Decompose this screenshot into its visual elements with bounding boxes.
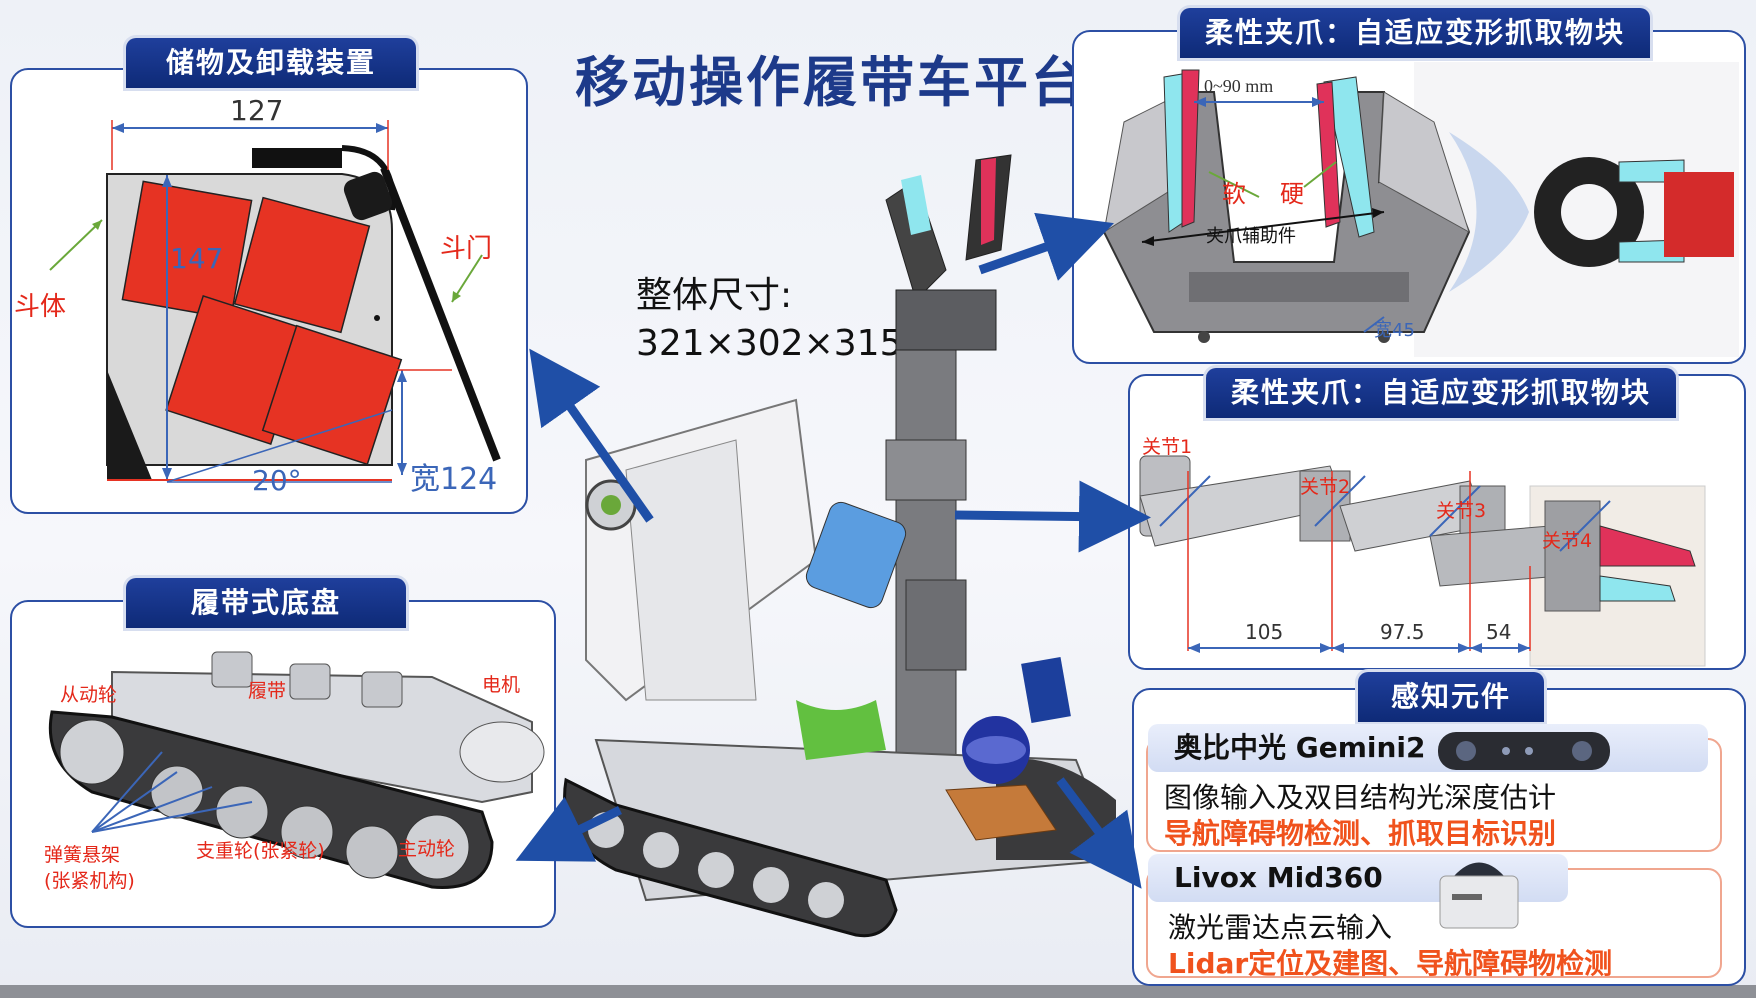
overall-dimensions: 整体尺寸: 321×302×315 — [636, 272, 902, 368]
storage-panel-tag: 储物及卸载装置 — [126, 38, 416, 88]
arm-length-3: 54 — [1486, 620, 1512, 644]
arm-length-1: 105 — [1245, 620, 1284, 644]
chassis-spring-sub: (张紧机构) — [44, 870, 135, 892]
arm-panel-tag: 柔性夹爪：自适应变形抓取物块 — [1206, 368, 1676, 418]
storage-width-bottom: 宽124 — [410, 462, 498, 497]
dimensions-value: 321×302×315 — [636, 323, 903, 364]
storage-height: 147 — [170, 242, 224, 275]
storage-panel: 127 147 20° 宽124 斗体 斗门 — [10, 68, 528, 514]
bottom-bar — [0, 985, 1756, 998]
storage-bucket-label: 斗体 — [14, 292, 67, 322]
gripper-range: 0~90 mm — [1204, 76, 1274, 96]
sensor-name-gemini: 奥比中光 Gemini2 — [1148, 724, 1708, 772]
gripper-width: 宽45 — [1374, 320, 1415, 341]
storage-width-top: 127 — [230, 94, 284, 127]
arm-joint-1: 关节1 — [1142, 436, 1193, 458]
gripper-soft: 软 — [1222, 180, 1246, 208]
sensor-use-gemini: 导航障碍物检测、抓取目标识别 — [1164, 817, 1557, 850]
arrow-to-chassis — [515, 796, 622, 862]
sensor-desc-livox: 激光雷达点云输入 — [1168, 911, 1393, 944]
gemini-camera-icon — [1438, 732, 1610, 770]
chassis-panel: 从动轮 履带 电机 弹簧悬架 (张紧机构) 支重轮(张紧轮) 主动轮 — [10, 600, 556, 928]
arrow-to-gripper — [978, 212, 1114, 281]
storage-drawing — [49, 120, 501, 483]
chassis-support-wheel: 支重轮(张紧轮) — [196, 840, 325, 862]
gripper-aux: 夹爪辅助件 — [1206, 226, 1296, 247]
chassis-drive-wheel: 主动轮 — [398, 838, 456, 860]
arm-joint-2: 关节2 — [1300, 476, 1351, 498]
arm-length-2: 97.5 — [1380, 620, 1425, 644]
chassis-motor: 电机 — [482, 674, 521, 696]
sensor-desc-gemini: 图像输入及双目结构光深度估计 — [1164, 781, 1557, 814]
storage-door-label: 斗门 — [440, 234, 493, 264]
sensor-use-livox: Lidar定位及建图、导航障碍物检测 — [1168, 947, 1613, 980]
chassis-driven-wheel: 从动轮 — [60, 684, 118, 706]
arm-joint-4: 关节4 — [1542, 530, 1593, 552]
arrow-to-storage — [529, 348, 654, 523]
chassis-drawing — [48, 651, 545, 889]
dimensions-label: 整体尺寸: — [636, 275, 793, 316]
sensor-panel-tag: 感知元件 — [1358, 672, 1544, 722]
arm-panel: 关节1 关节2 关节3 关节4 105 97.5 54 — [1128, 374, 1746, 670]
gripper-panel-tag: 柔性夹爪：自适应变形抓取物块 — [1180, 8, 1650, 58]
chassis-track: 履带 — [248, 680, 287, 702]
page-title: 移动操作履带车平台 — [575, 51, 1088, 114]
gripper-drawing — [1102, 62, 1739, 357]
livox-lidar-icon — [1439, 862, 1519, 929]
chassis-panel-tag: 履带式底盘 — [126, 578, 406, 628]
chassis-spring: 弹簧悬架 — [44, 844, 121, 866]
gripper-hard: 硬 — [1280, 180, 1304, 208]
arrow-to-arm — [954, 480, 1151, 553]
gripper-panel: 0~90 mm 软 硬 夹爪辅助件 宽45 — [1072, 30, 1746, 364]
storage-angle: 20° — [252, 464, 302, 497]
arm-joint-3: 关节3 — [1436, 500, 1487, 522]
arm-drawing — [1139, 455, 1706, 667]
robot-drawing — [563, 154, 1118, 938]
arrow-to-sensors — [1056, 777, 1142, 889]
